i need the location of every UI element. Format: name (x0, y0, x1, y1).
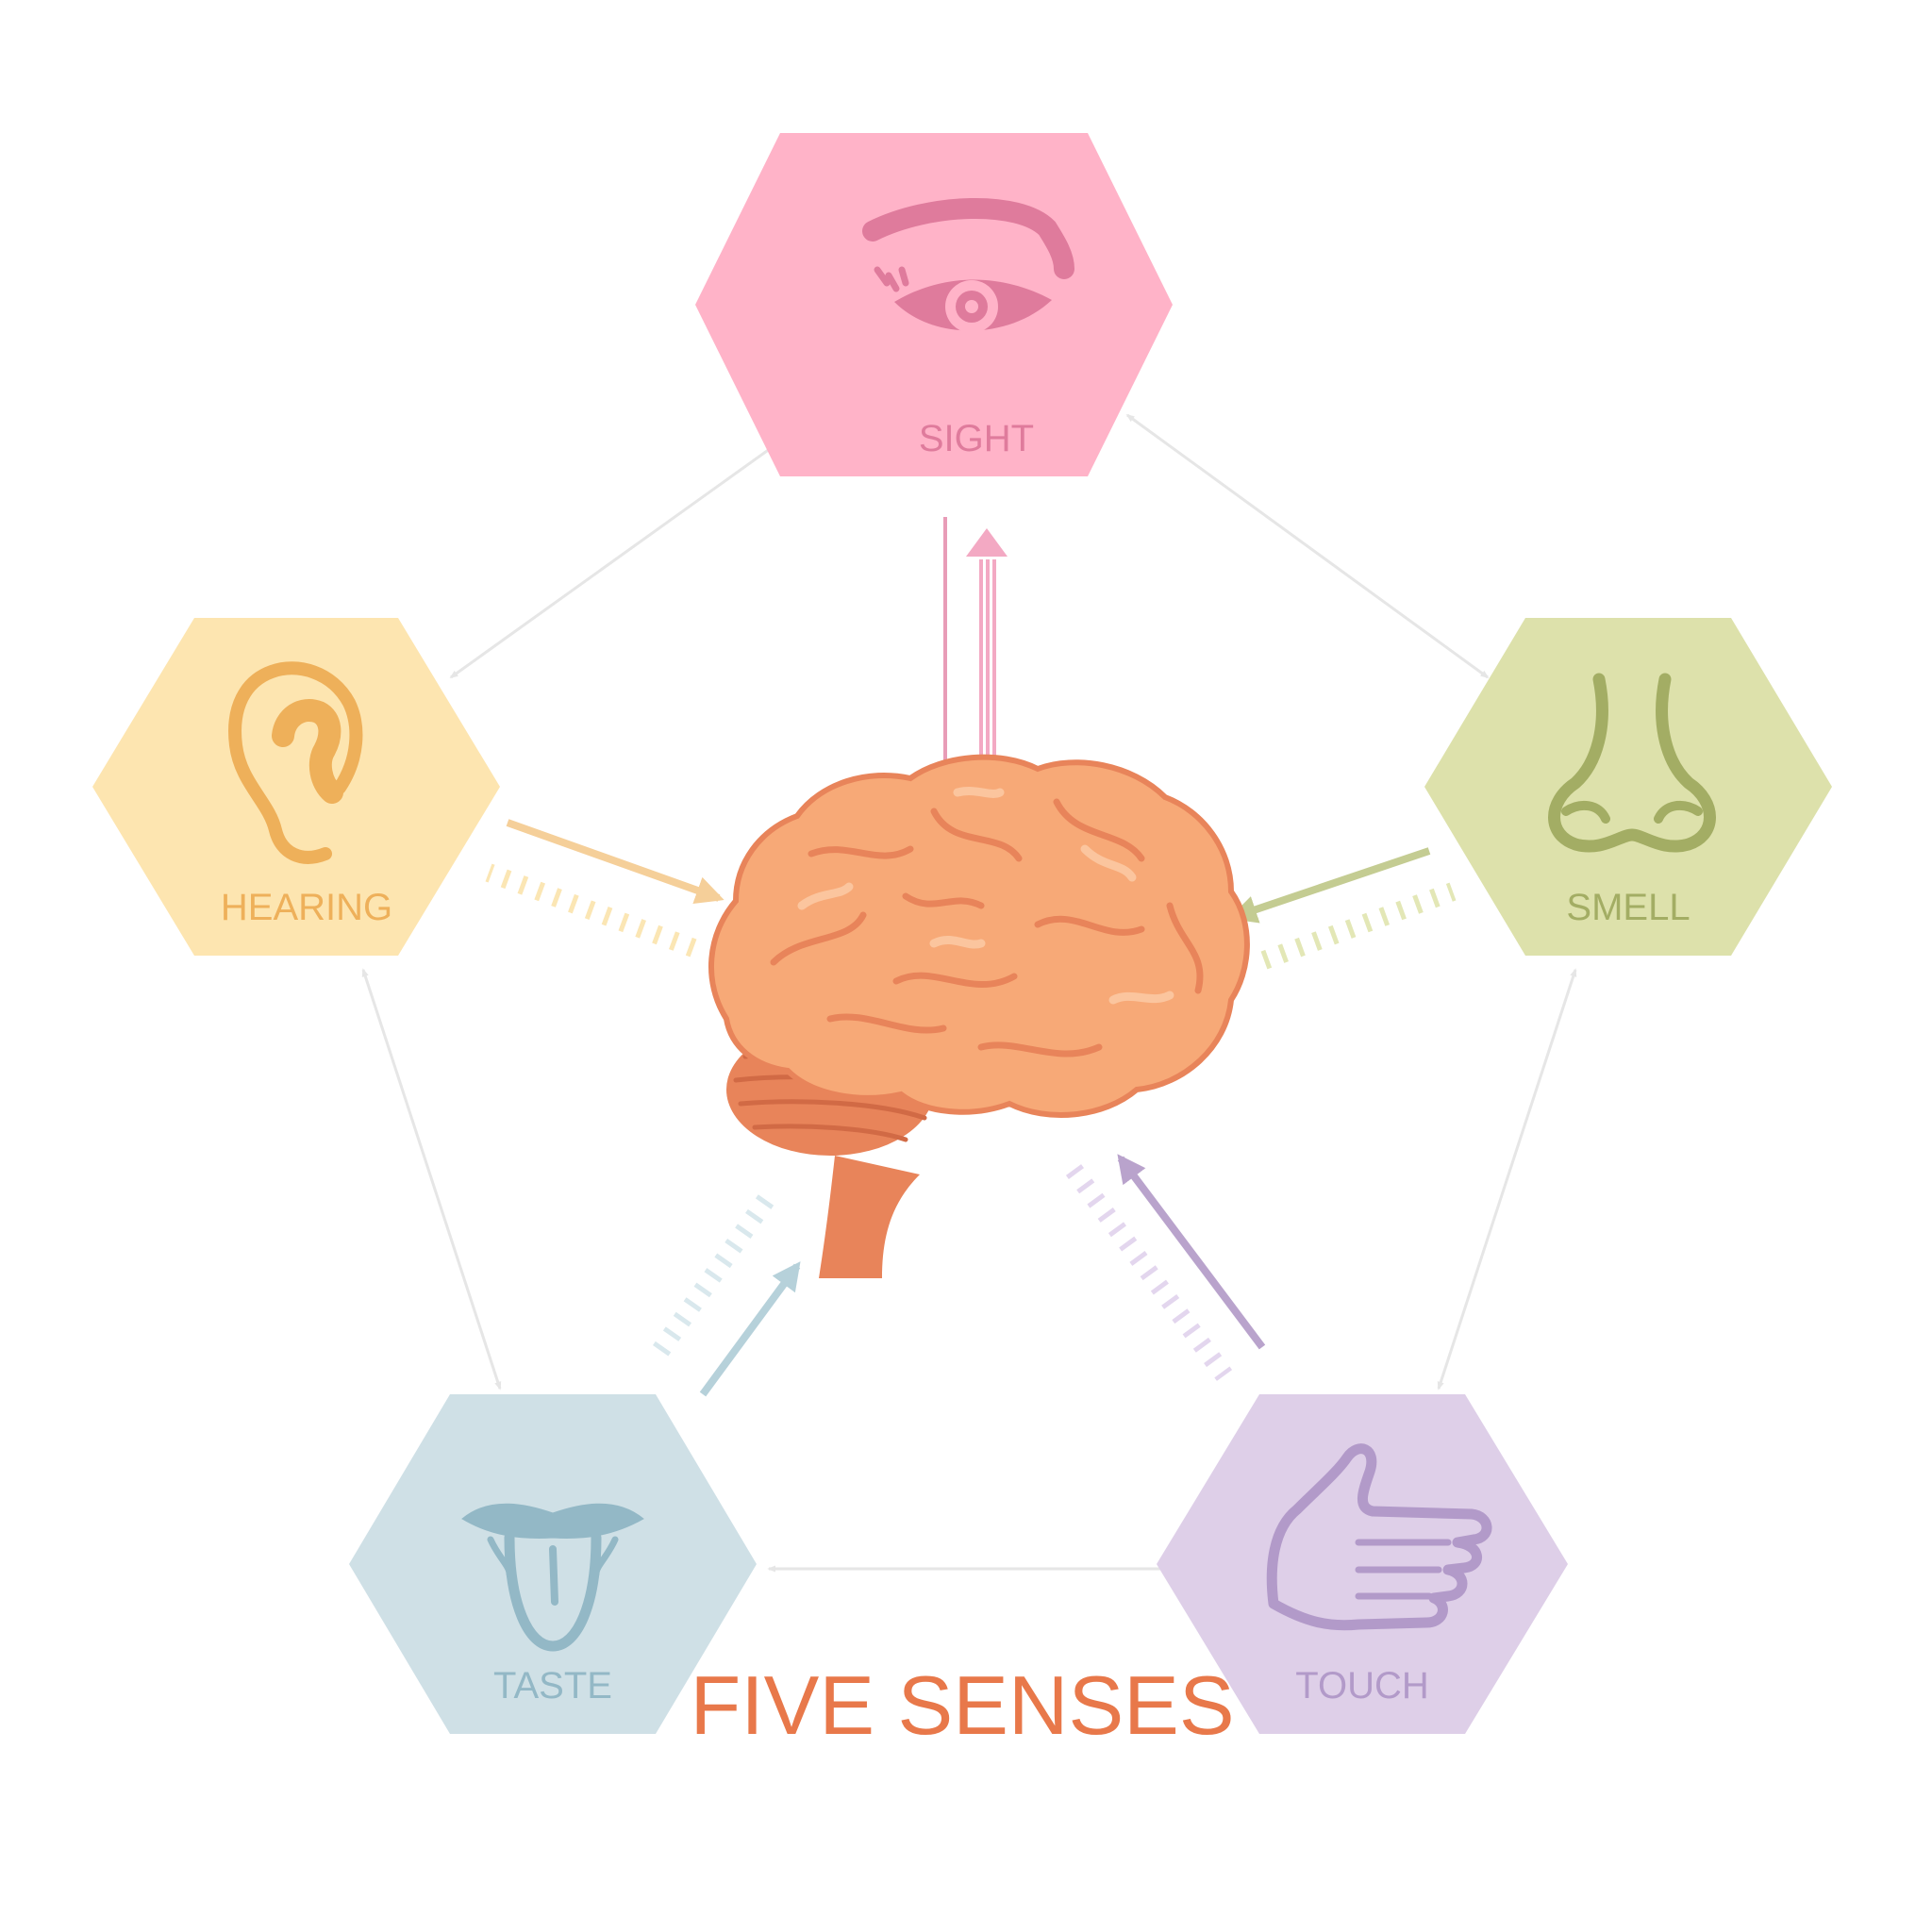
sight-hexagon: SIGHT (695, 133, 1173, 476)
touch-to-brain-arrow (1117, 1154, 1266, 1350)
brain-illustration (708, 754, 1250, 1278)
taste-label: TASTE (493, 1665, 612, 1707)
page-title: FIVE SENSES (690, 1658, 1234, 1752)
sight-label: SIGHT (919, 418, 1034, 459)
nose-icon (1548, 673, 1716, 853)
hearing-hexagon-shape (92, 618, 500, 956)
smell-to-brain-arrow (1228, 847, 1431, 924)
brain-highlights (797, 787, 1174, 1005)
connector-sight-hearing (449, 404, 832, 679)
smell-hexagon-shape (1424, 618, 1832, 956)
hearing-to-brain-arrow (506, 819, 724, 905)
eye-icon (862, 197, 1074, 333)
taste-to-brain-arrow (699, 1261, 801, 1397)
hearing-label: HEARING (221, 887, 392, 928)
brain-to-smell-chevrons (1260, 882, 1457, 970)
touch-hexagon-shape (1157, 1394, 1568, 1734)
brain-to-taste-chevrons (652, 1194, 774, 1357)
smell-hexagon: SMELL (1424, 618, 1832, 956)
connector-hearing-taste (361, 968, 502, 1391)
hand-icon (1266, 1443, 1492, 1631)
brain-to-hearing-chevrons (485, 863, 697, 958)
connector-sight-smell (1125, 413, 1490, 679)
connector-smell-touch (1437, 968, 1577, 1391)
cerebrum (708, 754, 1250, 1118)
brain-to-sight-dotted-arrow (966, 528, 1008, 781)
ear-icon (228, 661, 363, 864)
sense-connectors (361, 404, 1577, 1573)
brain-stem (819, 1156, 920, 1278)
brain-signal-arrows (485, 517, 1457, 1397)
hearing-hexagon: HEARING (92, 618, 500, 956)
touch-label: TOUCH (1295, 1665, 1428, 1707)
smell-label: SMELL (1566, 887, 1690, 928)
touch-hexagon: TOUCH (1157, 1394, 1568, 1734)
brain-to-touch-chevrons (1065, 1164, 1233, 1381)
tongue-icon (461, 1503, 644, 1652)
taste-hexagon: TASTE (349, 1394, 757, 1734)
brain-gyri (770, 798, 1204, 1058)
